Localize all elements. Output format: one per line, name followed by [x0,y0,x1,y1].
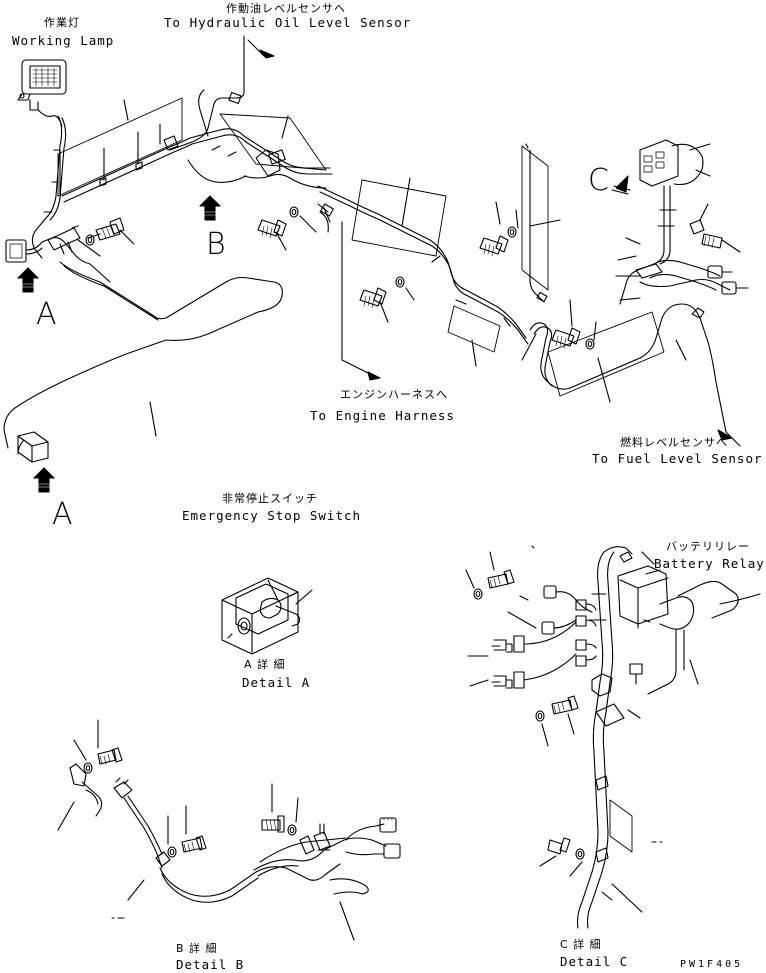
detail-c-drawing [466,546,760,928]
detail-b-jp-label: B 詳 細 [176,942,218,955]
engine-harness-label: To Engine Harness [310,408,455,423]
drawing-code: PW1F405 [680,959,744,970]
emergency-stop-jp-label: 非常停止スイッチ [222,492,318,505]
battery-relay-label: Battery Relay [654,556,765,571]
emergency-stop-label: Emergency Stop Switch [182,508,362,523]
c-region-drawing [612,140,748,304]
working-lamp-jp-label: 作業灯 [44,16,80,29]
working-lamp-label: Working Lamp [12,33,115,48]
detail-c-jp-label: C 詳 細 [560,938,602,951]
hydraulic-sensor-label: To Hydraulic Oil Level Sensor [164,15,412,30]
detail-b-drawing [58,720,400,940]
view-arrows [18,268,54,492]
hydraulic-lead-drawing [164,36,326,220]
view-letter-a-top: A [36,297,57,332]
view-letter-b: B [206,227,226,262]
fuel-sensor-jp-label: 燃料レベルセンサへ [620,436,728,449]
detail-a-drawing [222,578,312,654]
central-harness-drawing [258,144,740,446]
hydraulic-sensor-jp-label: 作動油レベルセンサへ [226,2,346,15]
fuel-sensor-label: To Fuel Level Sensor [592,451,763,466]
working-lamp-drawing [18,60,66,126]
engine-harness-jp-label: エンジンハーネスへ [340,388,448,401]
battery-relay-jp-label: バッテリリレー [666,540,750,553]
detail-c-label: Detail C [560,954,629,969]
detail-a-jp-label: A 詳 細 [244,658,286,671]
detail-b-label: Detail B [176,957,245,972]
view-letter-c: C [588,163,609,198]
view-letter-a-bottom: A [52,497,73,532]
main-harness-drawing [4,98,332,462]
detail-a-label: Detail A [242,675,311,690]
